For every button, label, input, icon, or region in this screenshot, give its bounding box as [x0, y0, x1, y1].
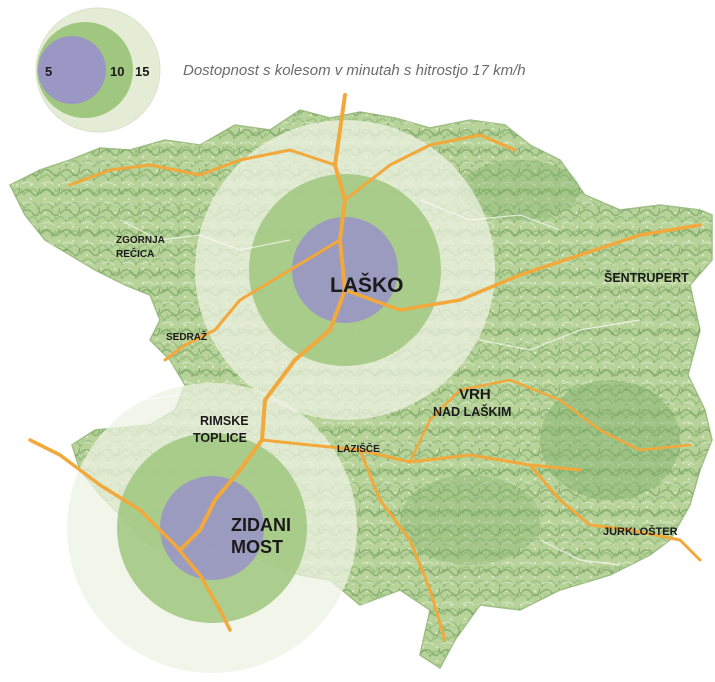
main-road-west: [28, 438, 232, 632]
main-road-north-south: [178, 93, 347, 552]
label-jurklosster: JURKLOŠTER: [603, 525, 678, 538]
zidani-most-accessibility: [67, 383, 357, 673]
zidani-ring-5: [160, 476, 264, 580]
label-sedraz: SEDRAŽ: [166, 330, 207, 343]
label-vrh-line1: VRH: [459, 386, 491, 403]
minor-road-5: [99, 394, 181, 421]
label-sentrupert: ŠENTRUPERT: [604, 270, 689, 285]
minor-road-4: [539, 539, 621, 566]
label-zgornja-recica-line1: ZGORNJA: [116, 235, 165, 246]
label-lazisce: LAZIŠČE: [337, 442, 380, 455]
label-zgornja-recica-line2: REČICA: [116, 247, 154, 260]
legend-value-10: 10: [110, 64, 124, 79]
ridge-south: [400, 475, 540, 565]
legend-ring-5: [38, 36, 106, 104]
ridge-north: [460, 160, 580, 220]
road-sedraz: [163, 238, 342, 362]
minor-road-3: [479, 319, 641, 351]
legend-value-15: 15: [135, 64, 149, 79]
road-northwest: [68, 148, 337, 187]
legend-caption: Dostopnost s kolesom v minutah s hitrost…: [183, 62, 526, 79]
label-lasko: LAŠKO: [330, 273, 404, 297]
label-zidani-most-line2: MOST: [231, 537, 283, 557]
place-labels: LAŠKO ZGORNJA REČICA ŠENTRUPERT SEDRAŽ V…: [116, 235, 689, 557]
ridge-east: [540, 380, 680, 500]
legend-circles: 5 10 15: [35, 7, 161, 133]
road-northeast: [343, 133, 517, 202]
label-rimske-toplice-line2: TOPLICE: [193, 431, 247, 445]
label-vrh-line2: NAD LAŠKIM: [433, 404, 511, 419]
label-zidani-most-line1: ZIDANI: [231, 515, 291, 535]
minor-road-1: [119, 219, 291, 251]
road-jurklosster: [528, 463, 702, 562]
road-vrh: [408, 378, 692, 464]
road-east: [343, 223, 702, 312]
road-network: [28, 93, 702, 642]
minor-road-2: [419, 199, 561, 231]
minor-roads: [99, 199, 641, 566]
road-south: [358, 448, 447, 642]
legend-value-5: 5: [45, 64, 52, 79]
label-rimske-toplice-line1: RIMSKE: [200, 414, 249, 428]
